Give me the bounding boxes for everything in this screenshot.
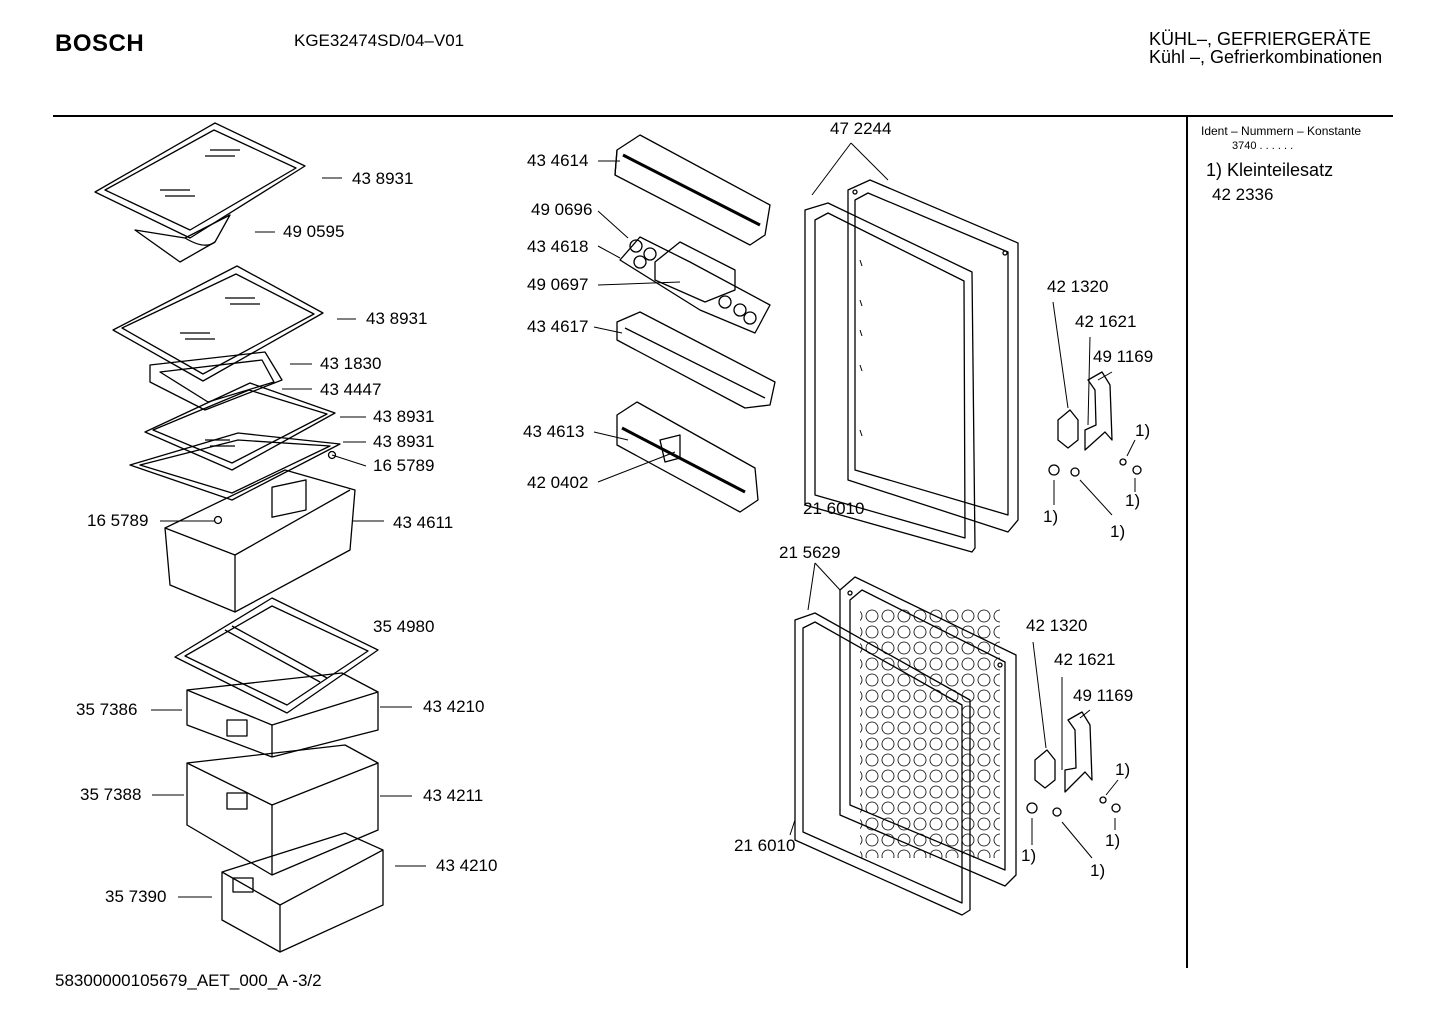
part-label: 42 1320 <box>1026 616 1088 635</box>
part-label: 42 1320 <box>1047 277 1109 296</box>
leader-lines-middle <box>593 160 681 483</box>
glass-shelf-4-icon <box>129 432 341 501</box>
part-label: 43 4613 <box>523 422 585 441</box>
lower-door-gasket-icon <box>794 612 971 916</box>
part-label: 49 1169 <box>1073 686 1134 705</box>
part-label: 43 4617 <box>527 317 589 336</box>
part-label: 35 4980 <box>373 617 435 636</box>
part-label: 47 2244 <box>830 119 892 138</box>
upper-hinge-icon <box>1048 371 1142 477</box>
leader-lines-upper-hinge <box>1052 301 1136 516</box>
part-label: 42 0402 <box>527 473 589 492</box>
part-label: 43 4611 <box>393 513 454 532</box>
part-label: 43 4210 <box>436 856 498 875</box>
part-label: 43 8931 <box>352 169 414 188</box>
lower-door-panel-icon <box>839 576 1017 887</box>
part-label: 1) <box>1105 831 1121 850</box>
part-label: 35 7386 <box>76 700 138 719</box>
part-label: 1) <box>1135 421 1151 440</box>
part-label: 49 0696 <box>531 200 593 219</box>
part-label: 21 5629 <box>779 543 841 562</box>
part-label: 49 0595 <box>283 222 345 241</box>
part-label: 43 4614 <box>527 151 589 170</box>
door-bin-43-4613-icon <box>616 401 759 513</box>
document-id: 58300000105679_AET_000_A -3/2 <box>55 971 322 990</box>
glass-shelf-2-icon <box>112 265 324 382</box>
part-label: 42 1621 <box>1075 312 1137 331</box>
leader-lines-lower-door <box>789 562 841 836</box>
lower-hinge-icon <box>1026 711 1121 817</box>
model-number: KGE32474SD/04–V01 <box>294 31 465 50</box>
door-bin-43-4614-icon <box>614 134 771 246</box>
shelf-frame-icon <box>149 351 283 411</box>
part-label: 49 0697 <box>527 275 589 294</box>
part-label: 21 6010 <box>803 499 865 518</box>
category-subtitle: Kühl –, Gefrierkombinationen <box>1149 47 1383 67</box>
part-label: 1) <box>1090 861 1106 880</box>
part-label: 16 5789 <box>87 511 149 530</box>
part-label: 1) <box>1110 522 1126 541</box>
part-label: 35 7388 <box>80 785 142 804</box>
part-label: 42 1621 <box>1054 650 1116 669</box>
leader-lines-left <box>151 177 426 898</box>
egg-tray-lid-icon <box>654 241 736 303</box>
shelf-holder-icon <box>134 214 231 263</box>
category-title: KÜHL–, GEFRIERGERÄTE <box>1149 29 1372 49</box>
part-label: 1) <box>1021 846 1037 865</box>
drawer-43-4210-b-icon <box>221 832 384 953</box>
brand-logo: BOSCH <box>55 30 145 57</box>
part-label: 43 4211 <box>423 786 484 805</box>
part-label: 43 4210 <box>423 697 485 716</box>
sidebar-kit-label: 1) Kleinteilesatz <box>1206 160 1334 180</box>
sidebar-constant: 3740 . . . . . . <box>1232 140 1294 152</box>
part-label: 1) <box>1125 491 1141 510</box>
upper-door-gasket-icon <box>804 202 976 553</box>
part-label: 21 6010 <box>734 836 796 855</box>
part-label: 43 4618 <box>527 237 589 256</box>
egg-tray-icon <box>619 236 771 334</box>
crisper-cover-icon <box>174 597 379 714</box>
part-label: 16 5789 <box>373 456 435 475</box>
part-label: 49 1169 <box>1093 347 1154 366</box>
glass-shelf-1-icon <box>94 122 306 239</box>
part-label: 43 4447 <box>320 380 382 399</box>
drawer-43-4211-icon <box>186 744 379 876</box>
leader-lines-upper-door <box>811 142 889 196</box>
upper-door-panel-icon <box>847 179 1019 533</box>
part-label: 43 1830 <box>320 354 382 373</box>
drawer-43-4210-a-icon <box>186 672 379 758</box>
part-label: 1) <box>1043 507 1059 526</box>
sidebar-heading: Ident – Nummern – Konstante <box>1201 124 1362 138</box>
door-bin-43-4617-icon <box>616 311 776 409</box>
part-label: 43 8931 <box>366 309 428 328</box>
part-label: 43 8931 <box>373 432 435 451</box>
leader-lines-lower-hinge <box>1031 641 1119 859</box>
part-label: 35 7390 <box>105 887 167 906</box>
sidebar-kit-number: 42 2336 <box>1212 185 1274 204</box>
drawer-43-4611-icon <box>164 450 356 613</box>
part-label: 43 8931 <box>373 407 435 426</box>
part-label: 1) <box>1115 760 1131 779</box>
